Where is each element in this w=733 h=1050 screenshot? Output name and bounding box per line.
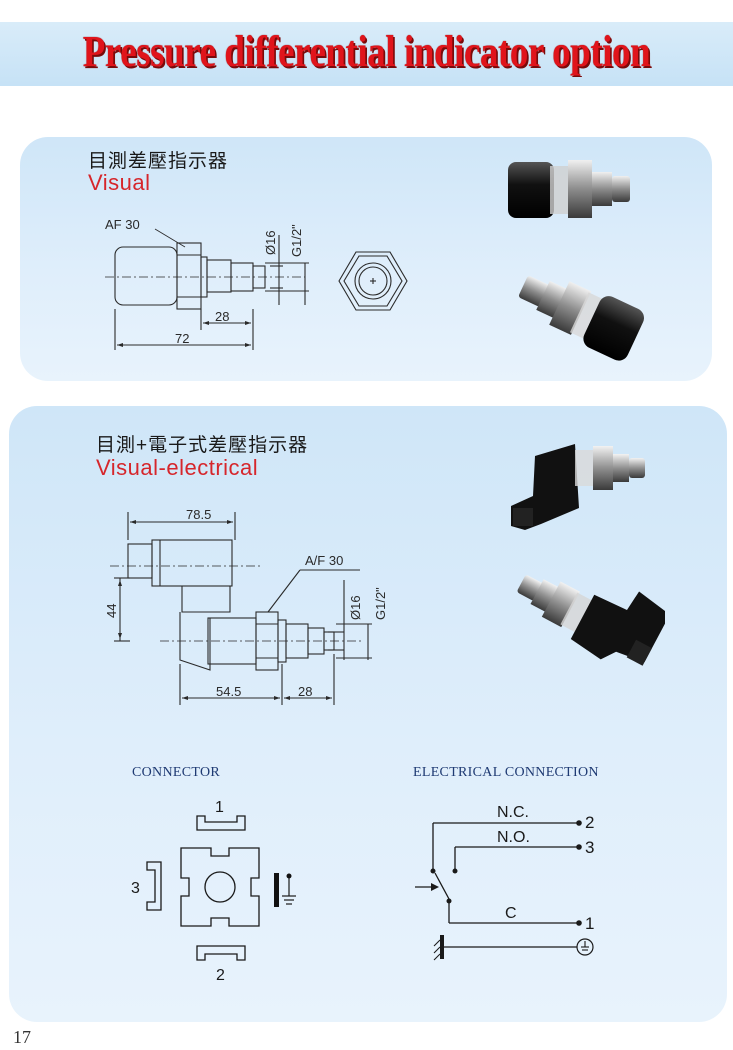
visual-dimension-drawing: AF 30 28 72 Ø16 G1/2"	[105, 217, 408, 350]
ve-indicator-photo-1	[511, 444, 645, 530]
connector-pin-1: 1	[215, 799, 224, 816]
ve-thread-label: G1/2"	[373, 587, 388, 620]
ve-chinese-title: 目測+電子式差壓指示器	[96, 435, 309, 456]
ve-dia-label: Ø16	[348, 595, 363, 620]
ec-terminal-2: 2	[585, 813, 594, 832]
visual-af-label: AF 30	[105, 217, 140, 232]
ve-english-title: Visual-electrical	[96, 455, 259, 480]
visual-electrical-panel	[9, 406, 727, 1022]
connector-heading: CONNECTOR	[132, 765, 221, 780]
ve-height-dim: 44	[104, 604, 119, 618]
visual-len-short: 28	[215, 309, 229, 324]
ec-terminal-1: 1	[585, 914, 594, 933]
ve-len-a: 54.5	[216, 684, 241, 699]
connector-pin-3: 3	[131, 880, 140, 897]
electrical-connection-heading: ELECTRICAL CONNECTION	[413, 765, 599, 780]
ve-indicator-photo-2	[517, 575, 665, 666]
visual-dia-label: Ø16	[263, 230, 278, 255]
connector-pin-2: 2	[216, 967, 225, 984]
visual-chinese-title: 目測差壓指示器	[88, 151, 229, 172]
ve-len-b: 28	[298, 684, 312, 699]
visual-english-title: Visual	[88, 170, 151, 195]
visual-thread-label: G1/2"	[289, 224, 304, 257]
page-number: 17	[13, 1027, 31, 1047]
electrical-connection-diagram: N.C. N.O. C 2 3 1	[415, 804, 594, 961]
visual-indicator-photo-2	[518, 276, 645, 361]
ve-top-dim: 78.5	[186, 507, 211, 522]
title-bar	[0, 22, 733, 86]
visual-indicator-photo-1	[508, 160, 630, 218]
connector-diagram: 1 2 3	[131, 799, 296, 984]
ec-no-label: N.O.	[497, 829, 530, 846]
page-title: Pressure differential indicator option	[82, 27, 651, 76]
ve-af-label: A/F 30	[305, 553, 343, 568]
ec-terminal-3: 3	[585, 838, 594, 857]
ec-c-label: C	[505, 905, 517, 922]
ve-dimension-drawing: 78.5 A/F 30 44 54.5 28 Ø16 G1/2"	[104, 507, 388, 705]
ec-nc-label: N.C.	[497, 804, 529, 821]
visual-len-total: 72	[175, 331, 189, 346]
